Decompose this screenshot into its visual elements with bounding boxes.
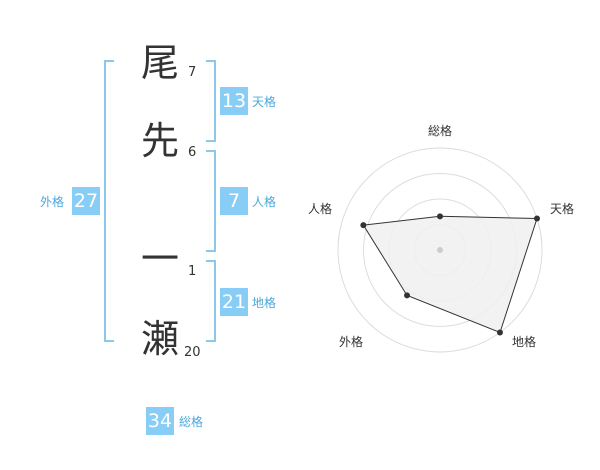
name-char-1: 尾 [140, 41, 179, 85]
soukaku-label: 総格 [179, 415, 204, 429]
name-char-2: 先 [140, 119, 179, 163]
stroke-count-4: 20 [184, 345, 201, 360]
radar-point-2 [534, 215, 541, 222]
chikaku-value-box: 21 [220, 288, 248, 316]
name-char-3: 一 [140, 237, 179, 281]
radar-area [362, 215, 538, 334]
radar-label-tenkaku: 天格 [549, 202, 574, 216]
soukaku-value-box: 34 [146, 407, 174, 435]
radar-label-jinkaku: 人格 [307, 202, 332, 216]
stroke-count-3: 1 [188, 264, 197, 279]
radar-label-chikaku: 地格 [511, 335, 536, 349]
gaikaku-bracket [104, 60, 114, 342]
chikaku-bracket [206, 260, 216, 342]
gaikaku-value-box: 27 [72, 187, 100, 215]
radar-point-4 [404, 292, 411, 299]
radar-label-gaikaku: 外格 [338, 335, 363, 349]
radar-center-dot [437, 247, 443, 253]
tenkaku-label: 天格 [252, 95, 277, 109]
tenkaku-value-box: 13 [220, 87, 248, 115]
name-char-4: 瀬 [140, 317, 179, 361]
gaikaku-label: 外格 [40, 195, 65, 209]
stroke-count-1: 7 [188, 65, 197, 80]
radar-point-1 [437, 213, 443, 220]
jinkaku-label: 人格 [252, 195, 277, 209]
radar-label-soukaku: 総格 [427, 124, 452, 138]
tenkaku-bracket [206, 60, 216, 142]
jinkaku-value-box: 7 [220, 187, 248, 215]
chikaku-label: 地格 [252, 296, 277, 310]
jinkaku-bracket [206, 150, 216, 252]
radar-point-3 [496, 329, 503, 336]
radar-point-5 [360, 222, 367, 229]
radar-grid-ring [337, 147, 543, 353]
stroke-count-2: 6 [188, 145, 197, 160]
